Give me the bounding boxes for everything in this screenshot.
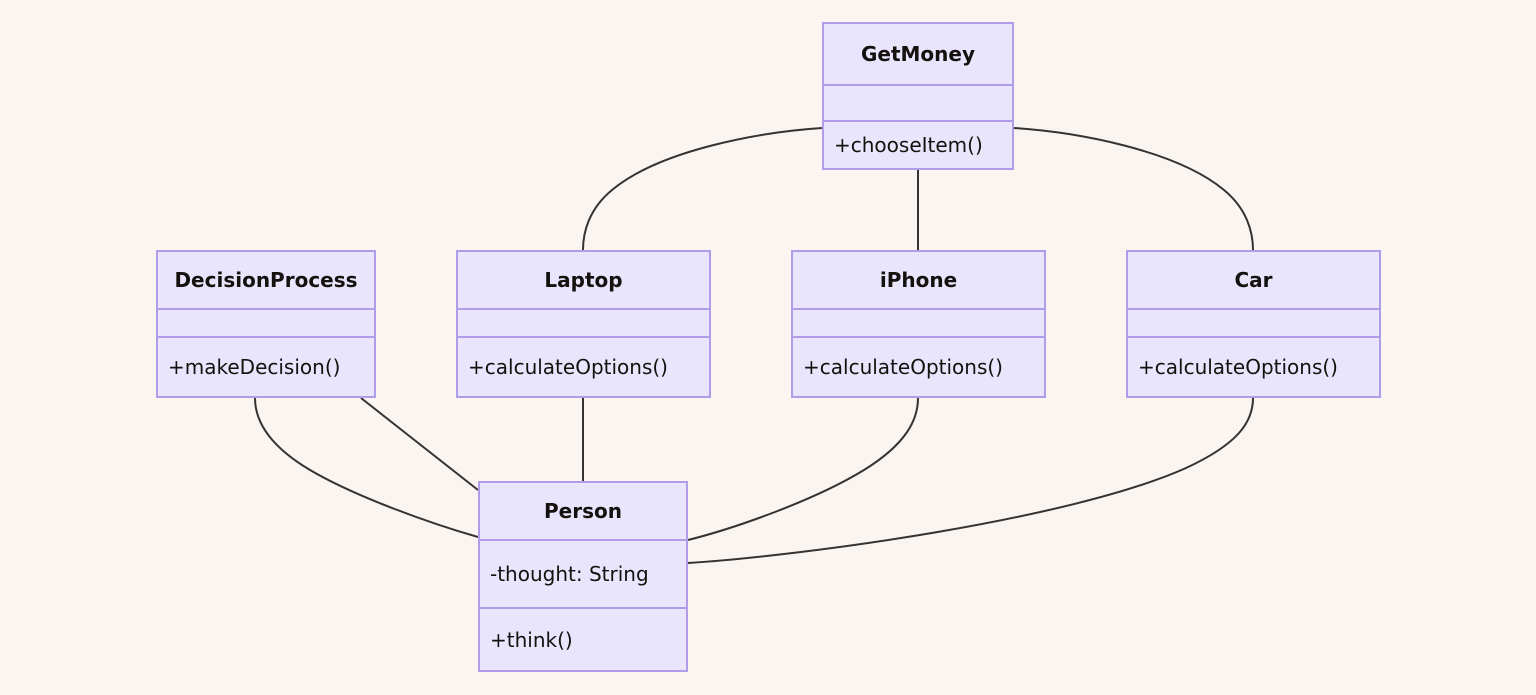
class-attributes-iphone [793, 310, 1044, 338]
class-node-car[interactable]: Car +calculateOptions() [1126, 250, 1381, 398]
class-attributes-laptop [458, 310, 709, 338]
class-name-person: Person [480, 483, 686, 541]
class-node-person[interactable]: Person -thought: String +think() [478, 481, 688, 672]
class-node-decisionprocess[interactable]: DecisionProcess +makeDecision() [156, 250, 376, 398]
class-name-laptop: Laptop [458, 252, 709, 310]
class-attributes-decisionprocess [158, 310, 374, 338]
class-method-decisionprocess-0: +makeDecision() [168, 355, 341, 379]
class-node-iphone[interactable]: iPhone +calculateOptions() [791, 250, 1046, 398]
class-name-decisionprocess: DecisionProcess [158, 252, 374, 310]
class-node-getmoney[interactable]: GetMoney +chooseItem() [822, 22, 1014, 170]
class-name-car: Car [1128, 252, 1379, 310]
class-attribute-person-0: -thought: String [480, 541, 686, 609]
class-attributes-getmoney [824, 86, 1012, 122]
class-method-getmoney-0: +chooseItem() [834, 133, 983, 157]
class-method-person-0: +think() [490, 627, 573, 652]
class-method-iphone-0: +calculateOptions() [803, 355, 1003, 379]
class-name-iphone: iPhone [793, 252, 1044, 310]
class-method-laptop-0: +calculateOptions() [468, 355, 668, 379]
class-method-car-0: +calculateOptions() [1138, 355, 1338, 379]
class-name-getmoney: GetMoney [824, 24, 1012, 86]
class-node-laptop[interactable]: Laptop +calculateOptions() [456, 250, 711, 398]
class-attributes-car [1128, 310, 1379, 338]
